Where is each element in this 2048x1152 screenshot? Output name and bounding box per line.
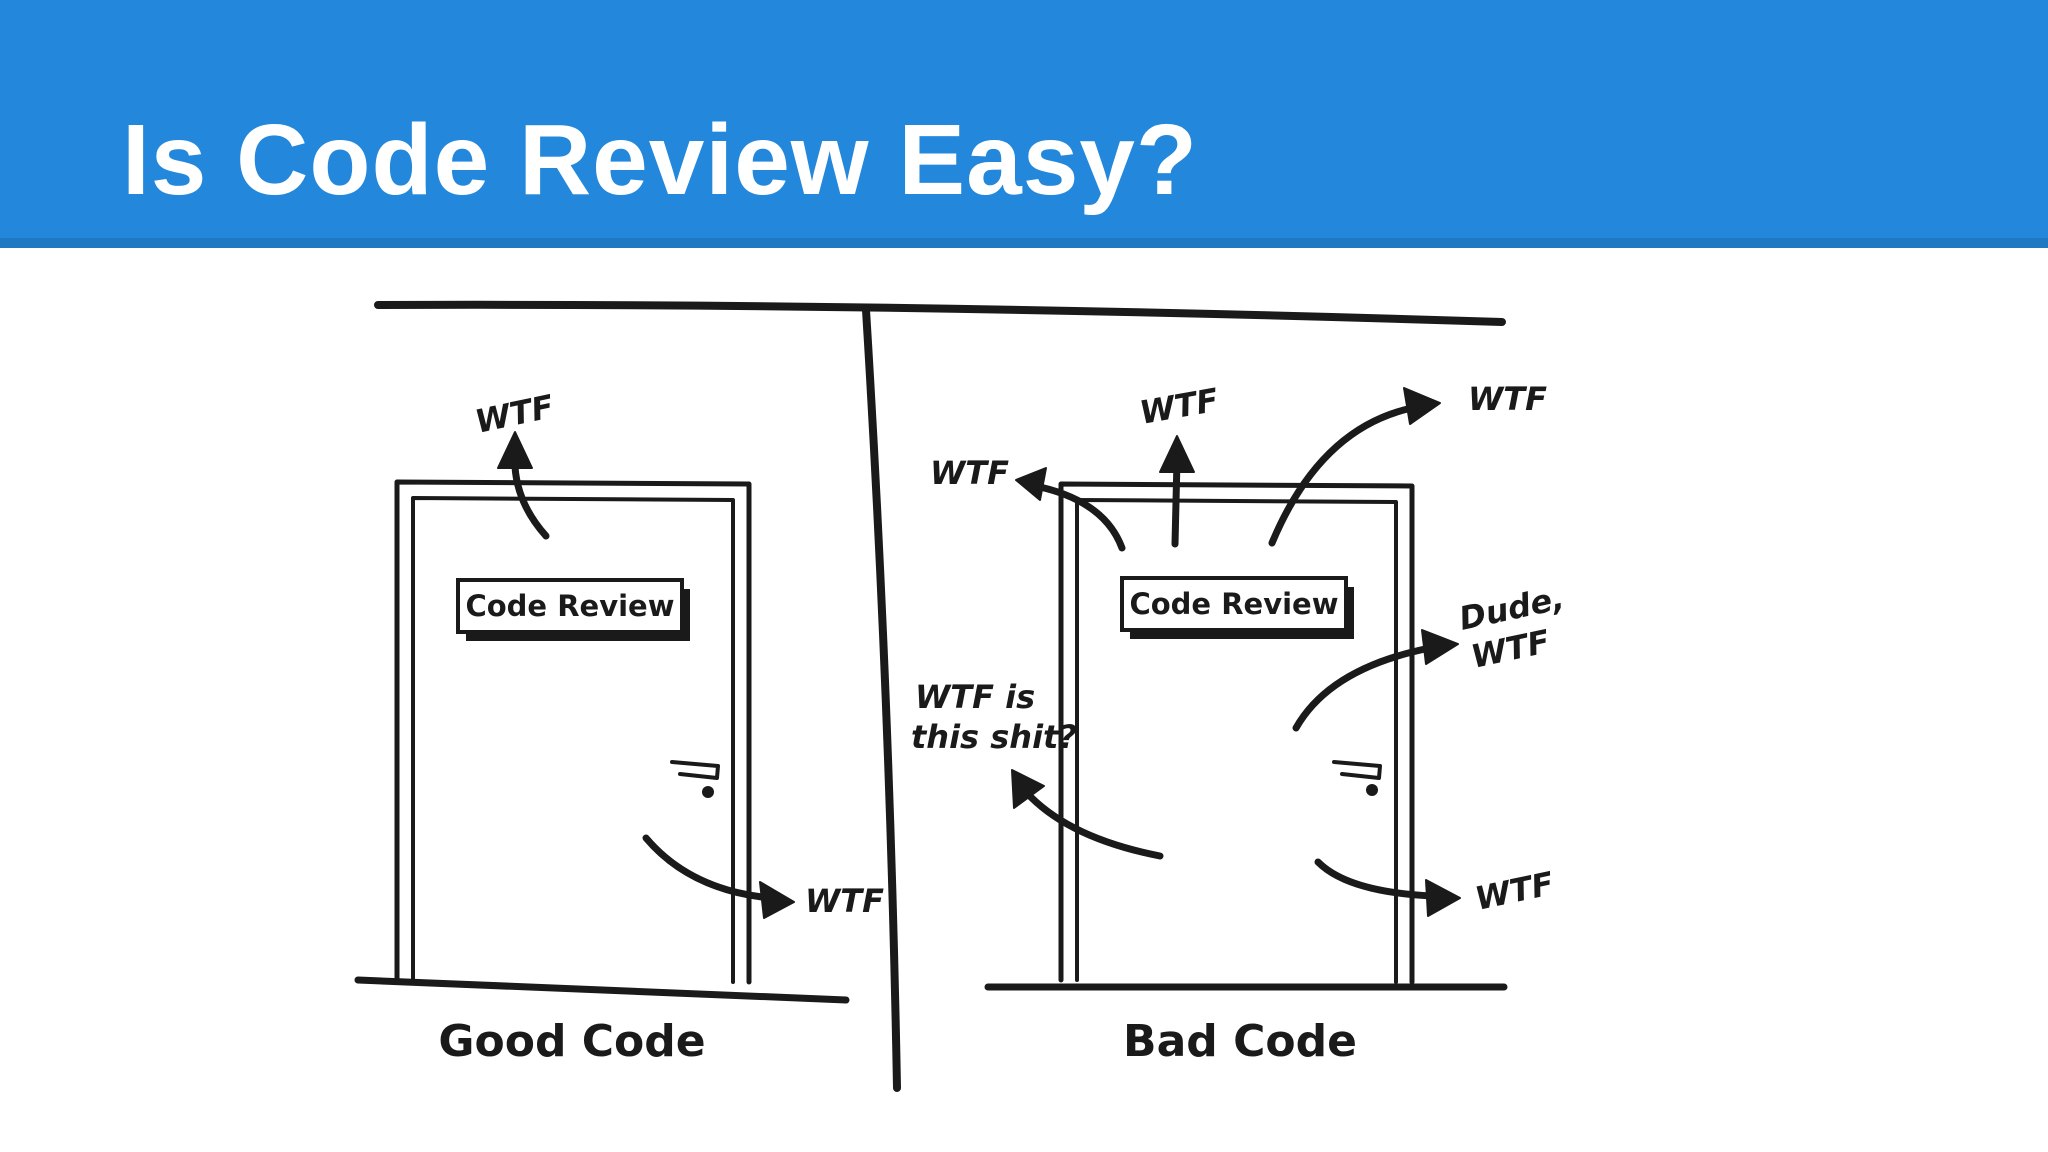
bad-wtf-left: WTF bbox=[930, 454, 1009, 492]
good-wtf-top: WTF bbox=[472, 387, 557, 441]
bad-wtf-top: WTF bbox=[1137, 381, 1222, 432]
good-wtf-side: WTF bbox=[805, 882, 884, 920]
bad-arrow-left bbox=[1015, 467, 1126, 552]
slide-title: Is Code Review Easy? bbox=[122, 104, 1199, 216]
wall-divider bbox=[862, 306, 901, 1092]
bad-wtf-top-right: WTF bbox=[1468, 380, 1547, 418]
bad-code-caption: Bad Code bbox=[1123, 1016, 1357, 1067]
bad-wtf-bottom-right: WTF bbox=[1472, 864, 1557, 918]
good-arrow-up bbox=[497, 431, 550, 540]
bad-exclaim-line1: WTF is bbox=[915, 678, 1035, 716]
good-door-handle bbox=[670, 760, 720, 798]
bad-arrow-bottom-right bbox=[1314, 858, 1461, 917]
ceiling-line bbox=[374, 300, 1506, 326]
bad-sign: Code Review bbox=[1120, 576, 1354, 639]
bad-door-frame-outer bbox=[1058, 481, 1415, 985]
bad-arrow-lower-left bbox=[1011, 769, 1164, 860]
good-code-caption: Good Code bbox=[438, 1016, 705, 1067]
title-banner: Is Code Review Easy? bbox=[0, 0, 2048, 248]
bad-arrow-up bbox=[1159, 435, 1195, 548]
bad-sign-label: Code Review bbox=[1129, 587, 1338, 621]
bad-arrow-right bbox=[1292, 629, 1459, 732]
good-sign-label: Code Review bbox=[465, 589, 674, 623]
good-code-panel: Code Review WTF WTF Good Code bbox=[354, 387, 884, 1067]
bad-arrow-top-right bbox=[1268, 387, 1441, 547]
good-sign: Code Review bbox=[456, 578, 690, 641]
good-floor-line bbox=[354, 976, 850, 1004]
bad-door-frame-inner bbox=[1075, 498, 1398, 984]
bad-code-panel: Code Review WTF WTF WTF WTF is bbox=[911, 380, 1567, 1067]
good-arrow-right bbox=[642, 834, 795, 919]
good-door-frame-inner bbox=[411, 496, 735, 984]
good-door-frame-outer bbox=[394, 479, 752, 985]
bad-exclaim-line2: this shit? bbox=[911, 718, 1077, 756]
bad-door-handle bbox=[1332, 760, 1382, 796]
